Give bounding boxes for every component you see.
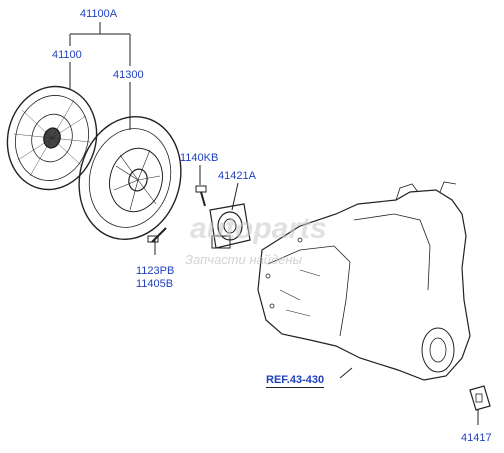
label-41100: 41100 — [52, 49, 82, 61]
label-41300: 41300 — [113, 69, 144, 81]
leader-41100A-bracket — [69, 22, 131, 66]
label-41100A: 41100A — [80, 8, 118, 20]
label-1140KB: 1140KB — [180, 152, 219, 164]
watermark-logo: autoparts — [190, 212, 327, 245]
leader-ref — [339, 367, 353, 379]
clutch-disc — [6, 85, 98, 191]
clutch-cover — [78, 116, 182, 240]
bolt-top — [195, 185, 207, 207]
label-41417: 41417 — [461, 432, 492, 444]
bolt-bottom — [147, 227, 167, 243]
bracket-41417 — [469, 385, 491, 411]
ref-label: REF.43-430 — [266, 374, 325, 388]
label-1123PB: 1123PB — [136, 265, 175, 277]
release-bearing — [209, 203, 251, 249]
transmission-case — [257, 181, 471, 381]
label-41421A: 41421A — [218, 170, 256, 182]
watermark-tagline: Запчасти найдены — [185, 252, 303, 267]
label-11405B: 11405B — [136, 278, 174, 290]
